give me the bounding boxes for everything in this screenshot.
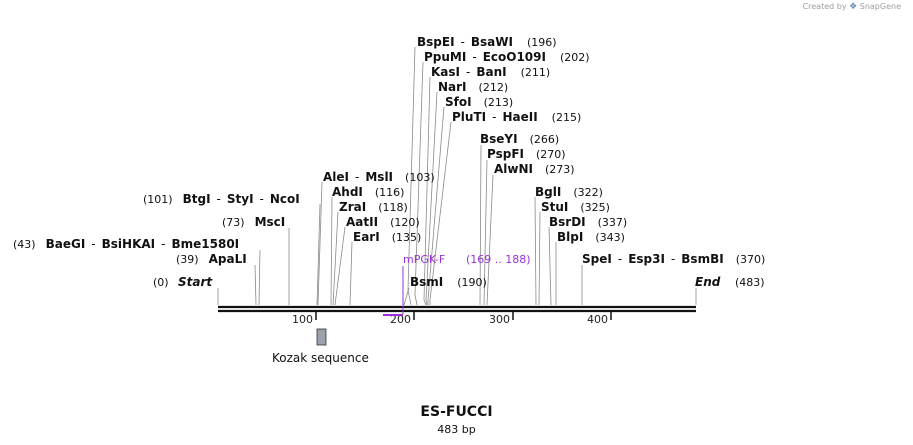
end-pos: (483) (735, 276, 765, 289)
enzyme-ppumi[interactable]: PpuMI-EcoO109I(202) (424, 50, 590, 64)
enzyme-alei[interactable]: AleI-MslI(103) (323, 170, 435, 184)
leader-pspfi (483, 159, 488, 306)
leader-baegi (258, 249, 261, 306)
linear-map: 100 200 300 400 mPGK-F (13, 35, 765, 365)
enzyme-sfoi[interactable]: SfoI(213) (445, 95, 513, 109)
credit-brand: SnapGene (859, 2, 901, 11)
leader-aatii (334, 226, 346, 306)
leader-bsrdi (548, 226, 552, 306)
enzyme-eari[interactable]: EarI(135) (353, 230, 421, 244)
leader-bgli (534, 196, 537, 306)
snapgene-logo-icon: ❖ (849, 2, 858, 12)
kozak-feature-box (316, 328, 327, 346)
enzyme-kasi[interactable]: KasI-BanI(211) (431, 65, 550, 79)
primer-mpgk-f[interactable]: mPGK-F (169 .. 188) (383, 253, 531, 316)
plasmid-size: 483 bp (437, 423, 476, 436)
enzyme-pspfi[interactable]: PspFI(270) (487, 147, 566, 161)
enzyme-zrai[interactable]: ZraI(118) (339, 200, 408, 214)
enzyme-bgli[interactable]: BglI(322) (535, 185, 603, 199)
leader-bseyi (479, 144, 482, 306)
leader-ppumi (414, 61, 424, 306)
map-ends: (0) Start End (483) (153, 275, 765, 289)
leader-alei (317, 181, 323, 306)
enzyme-apali[interactable]: (39)ApaLI (176, 252, 247, 266)
ruler: 100 200 300 400 (292, 311, 612, 326)
enzyme-labels: BspEI-BsaWI(196) PpuMI-EcoO109I(202) Kas… (13, 35, 765, 289)
tick-label-100: 100 (292, 313, 313, 326)
leader-nari (425, 91, 438, 306)
kozak-feature-label: Kozak sequence (272, 351, 369, 365)
enzyme-blpi[interactable]: BlpI(343) (557, 230, 625, 244)
enzyme-aatii[interactable]: AatII(120) (346, 215, 420, 229)
primer-name: mPGK-F (403, 253, 445, 266)
leader-eari (349, 241, 353, 306)
primer-range: (169 .. 188) (466, 253, 531, 266)
leader-stui (538, 211, 541, 306)
leader-btgi (316, 203, 321, 306)
leader-zrai (332, 211, 339, 306)
enzyme-spei[interactable]: SpeI-Esp3I-BsmBI(370) (582, 252, 765, 266)
enzyme-alwni[interactable]: AlwNI(273) (494, 162, 575, 176)
credit-prefix: Created by (802, 2, 847, 11)
enzyme-bspei[interactable]: BspEI-BsaWI(196) (417, 35, 557, 49)
leader-alwni (486, 174, 494, 306)
leader-kasi (423, 76, 431, 306)
enzyme-bseyi[interactable]: BseYI(266) (480, 132, 559, 146)
enzyme-msci[interactable]: (73)MscI (222, 215, 285, 229)
tick-label-400: 400 (587, 313, 608, 326)
tick-label-200: 200 (390, 313, 411, 326)
end-label: End (695, 275, 721, 289)
snapgene-credit: Created by ❖ SnapGene (803, 2, 901, 12)
enzyme-bsrdi[interactable]: BsrDI(337) (549, 215, 627, 229)
plasmid-name: ES-FUCCI (420, 404, 493, 420)
feature-kozak[interactable]: Kozak sequence (272, 328, 369, 365)
start-label: Start (178, 275, 213, 289)
enzyme-baegi[interactable]: (43)BaeGI-BsiHKAI-Bme1580I (13, 237, 239, 251)
leader-bsmi (403, 287, 410, 306)
tick-label-300: 300 (489, 313, 510, 326)
enzyme-nari[interactable]: NarI(212) (438, 80, 508, 94)
enzyme-pluti[interactable]: PluTI-HaeII(215) (452, 110, 581, 124)
enzyme-ahdi[interactable]: AhdI(116) (332, 185, 404, 199)
leader-sfoi (427, 106, 445, 305)
enzyme-stui[interactable]: StuI(325) (541, 200, 610, 214)
leader-apali (254, 264, 257, 306)
enzyme-btgi[interactable]: (101)BtgI-StyI-NcoI (143, 192, 300, 206)
enzyme-bsmi[interactable]: BsmI(190) (410, 275, 487, 289)
leader-ahdi (330, 196, 333, 306)
start-pos: (0) (153, 276, 169, 289)
leader-pluti (429, 121, 452, 305)
enzyme-leader-lines (217, 46, 697, 306)
